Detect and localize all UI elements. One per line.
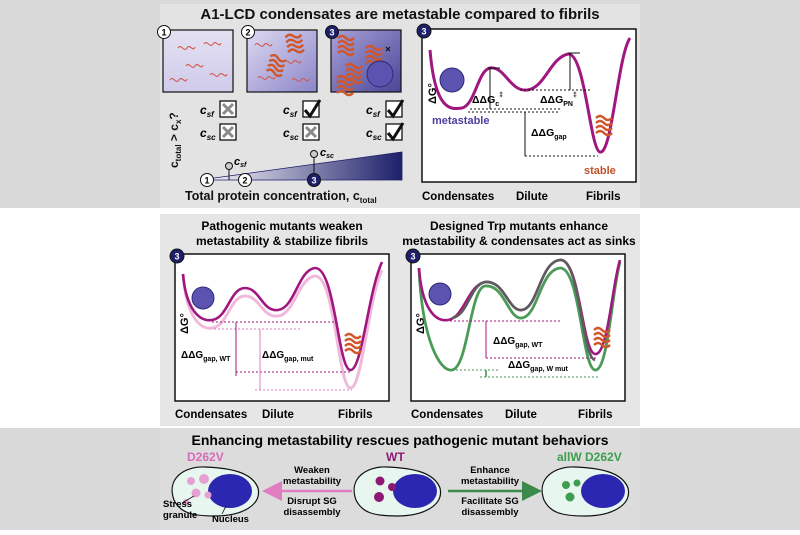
- mid-right-plot-frame: [410, 253, 626, 402]
- cell-allw-d262v: [541, 466, 630, 517]
- mid-right-gap-wt: ΔΔGgap, WT: [493, 336, 543, 349]
- mid-right-gap-indicators: [450, 320, 598, 378]
- condition-box-2: [246, 29, 318, 93]
- gray-curve: [451, 258, 596, 362]
- stress-granule-label-2: granule: [163, 510, 197, 521]
- checkbox-label-sc: csc: [283, 126, 299, 142]
- mid-left-gap-indicators: [212, 321, 352, 391]
- check-mark-icon: [303, 99, 322, 119]
- condensate-icon: [439, 67, 465, 93]
- stable-label: stable: [584, 165, 616, 177]
- wedge-badges: 1 2 3: [200, 173, 321, 187]
- concentration-wedge: [199, 151, 403, 181]
- cross-mark-icon: [221, 102, 235, 116]
- badge-1: 1: [161, 28, 166, 38]
- facilitate-label-1: Facilitate SG: [461, 496, 519, 507]
- nucleus-label: Nucleus: [212, 514, 249, 525]
- condition-badges: 1 2 3: [157, 25, 339, 39]
- mid-left-gap-wt: ΔΔGgap, WT: [181, 350, 231, 363]
- ddg-pn-label: ΔΔGPN‡: [540, 92, 577, 108]
- barrier-indicators: [468, 52, 598, 157]
- nucleus-left: [208, 474, 252, 508]
- svg-text:3: 3: [174, 252, 179, 262]
- svg-text:Fibrils: Fibrils: [578, 409, 613, 421]
- facilitate-label-2: disassembly: [461, 507, 519, 518]
- svg-text:Condensates: Condensates: [411, 409, 483, 421]
- label-d262v: D262V: [187, 450, 224, 464]
- ddg-gap-label: ΔΔGgap: [531, 127, 567, 141]
- nucleus-mid: [393, 474, 437, 508]
- stress-granule-label-1: Stress: [163, 499, 192, 510]
- label-wt: WT: [386, 450, 405, 464]
- svg-text:2: 2: [242, 176, 247, 186]
- metastable-label: metastable: [432, 115, 489, 127]
- svg-text:Dilute: Dilute: [262, 409, 294, 421]
- checkbox-label-sf: csf: [283, 103, 298, 119]
- svg-text:Fibrils: Fibrils: [338, 409, 373, 421]
- csc-marker: csc: [310, 147, 334, 180]
- checkbox-label-sf: csf: [200, 103, 215, 119]
- csf-marker: csf: [225, 156, 247, 180]
- mutant-curve: [181, 269, 384, 390]
- weaken-label-2: metastability: [283, 476, 342, 487]
- svg-text:3: 3: [311, 176, 316, 186]
- condition-box-3: [330, 29, 402, 97]
- checkbox-label-sc: csc: [366, 126, 382, 142]
- checkbox-label-sf: csf: [366, 103, 381, 119]
- svg-text:1: 1: [204, 176, 209, 186]
- cell-d262v: [171, 466, 260, 517]
- mid-left-gap-mut: ΔΔGgap, mut: [262, 350, 314, 363]
- svg-text:Condensates: Condensates: [175, 409, 247, 421]
- enhance-label-1: Enhance: [470, 465, 510, 476]
- badge-3: 3: [329, 28, 334, 38]
- svg-text:3: 3: [421, 27, 426, 37]
- bottom-title: Enhancing metastability rescues pathogen…: [192, 432, 609, 448]
- disrupt-label-2: disassembly: [283, 507, 341, 518]
- check-mark-icon: [386, 122, 405, 142]
- svg-text:csc: csc: [320, 147, 334, 160]
- concentration-axis-label: Total protein concentration, ctotal: [185, 189, 377, 205]
- energy-curve: [428, 37, 632, 154]
- x-label-fibrils: Fibrils: [586, 191, 621, 203]
- top-title: A1-LCD condensates are metastable compar…: [200, 6, 599, 23]
- cell-wt: [353, 466, 442, 517]
- x-label-dilute: Dilute: [516, 191, 548, 203]
- ctotal-gt-cx-label: ctotal > cx?: [167, 112, 183, 168]
- weaken-label-1: Weaken: [294, 465, 330, 476]
- x-label-condensates: Condensates: [422, 191, 494, 203]
- condition-box-1: [162, 29, 234, 93]
- ddg-c-label: ΔΔGc‡: [472, 92, 503, 108]
- svg-text:Dilute: Dilute: [505, 409, 537, 421]
- cross-mark-icon: [304, 125, 318, 139]
- checkbox-label-sc: csc: [200, 126, 216, 142]
- energy-plot-frame: [421, 28, 637, 183]
- mid-left-title-2: metastability & stabilize fibrils: [196, 234, 368, 248]
- energy-plot-badge: [416, 23, 432, 39]
- mid-right-gap-wmut: ΔΔGgap, W mut: [508, 360, 569, 373]
- checkbox-grid: csf csc csf csc csf csc: [200, 99, 405, 142]
- mid-left-title-1: Pathogenic mutants weaken: [201, 219, 362, 233]
- nucleus-right: [581, 474, 625, 508]
- svg-text:3: 3: [410, 252, 415, 262]
- badge-2: 2: [245, 28, 250, 38]
- disrupt-label-1: Disrupt SG: [287, 496, 337, 507]
- trp-mutant-curve: [417, 261, 622, 372]
- mid-right-title-1: Designed Trp mutants enhance: [430, 219, 608, 233]
- wt-curve: [181, 261, 384, 372]
- enhance-label-2: metastability: [461, 476, 520, 487]
- mid-left-y-label: ΔG°: [179, 313, 191, 334]
- svg-text:csf: csf: [234, 156, 247, 169]
- mid-right-title-2: metastability & condensates act as sinks: [402, 234, 636, 248]
- label-allw-d262v: allW D262V: [557, 450, 622, 464]
- check-mark-icon: [386, 99, 405, 119]
- cross-mark-icon: [221, 125, 235, 139]
